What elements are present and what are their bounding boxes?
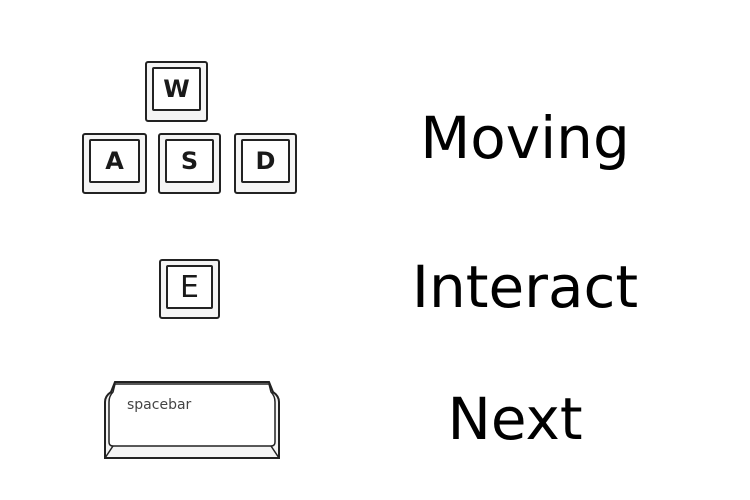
key-s-label: S (165, 139, 214, 183)
action-interact-label: Interact (411, 253, 639, 321)
key-d-label: D (241, 139, 290, 183)
key-spacebar-label: spacebar (127, 397, 192, 413)
key-w: W (145, 61, 208, 122)
action-next-label: Next (447, 385, 583, 453)
key-e: E (159, 259, 220, 319)
key-w-label: W (152, 67, 201, 111)
key-a: A (82, 133, 147, 194)
action-moving-label: Moving (420, 104, 630, 172)
key-d: D (234, 133, 297, 194)
spacebar-keycap-outline (104, 381, 280, 459)
key-spacebar: spacebar (103, 380, 281, 462)
key-s: S (158, 133, 221, 194)
key-a-label: A (89, 139, 140, 183)
key-e-label: E (166, 265, 213, 309)
